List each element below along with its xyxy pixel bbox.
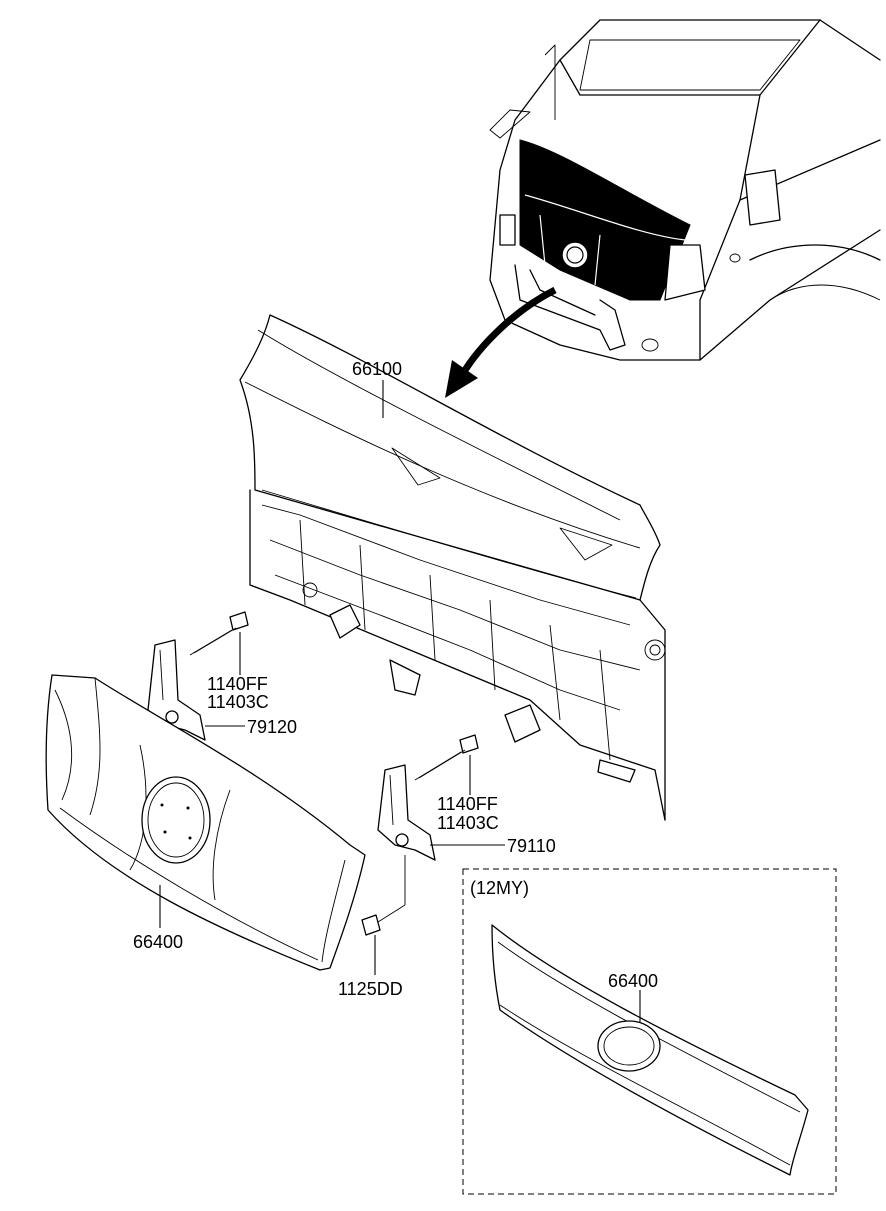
label-79120: 79120 [247,717,297,737]
callout-labels: 66100 1140FF 11403C 79120 1140FF 11403C … [133,359,658,999]
inset-12my: (12MY) [462,868,837,1195]
label-1140ff-left: 1140FF [207,674,268,694]
inset-border [462,868,837,1195]
label-11403c-left: 11403C [207,692,269,712]
label-66400: 66400 [133,932,183,952]
right-hinge-assembly [361,734,479,936]
label-11403c-right: 11403C [437,813,499,833]
vehicle-illustration [489,19,881,361]
leader-lines [159,380,641,1022]
direction-arrow [445,286,557,398]
label-79110: 79110 [507,836,556,856]
label-1140ff-right: 1140FF [437,794,498,814]
radiator-grille-66400 [45,674,366,971]
label-66100: 66100 [352,359,402,379]
label-1125dd: 1125DD [338,979,403,999]
hood-panel-66100 [239,314,666,821]
inset-label: (12MY) [470,878,529,898]
label-66400-12my: 66400 [608,971,658,991]
left-hinge-assembly [147,611,249,741]
